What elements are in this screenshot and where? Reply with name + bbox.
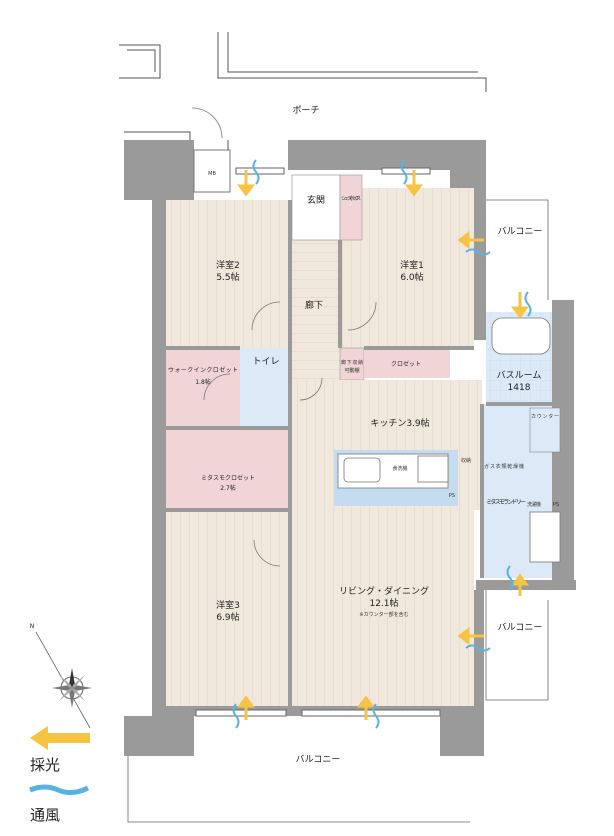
corridor-label: 廊下 bbox=[305, 299, 323, 311]
dryer-label: ガス衣類乾燥機 bbox=[484, 463, 524, 470]
balcony-bottom-label: バルコニー bbox=[296, 754, 341, 765]
counter-box bbox=[529, 407, 561, 453]
legend-wind-label: 通風 bbox=[30, 806, 60, 824]
mb-label: MB bbox=[208, 171, 216, 177]
washer-label: 洗濯機 bbox=[527, 501, 541, 508]
shoes-box bbox=[339, 174, 363, 241]
movable-shelf-label: 可動棚 bbox=[344, 367, 359, 374]
porch-area bbox=[119, 32, 487, 190]
living-note: ※カウンター部を含む bbox=[359, 611, 408, 618]
toilet-label: トイレ bbox=[252, 357, 279, 367]
room-2-name: 洋室2 bbox=[216, 259, 240, 271]
dishwasher-label: 食洗機 bbox=[392, 465, 407, 472]
compass-icon: N bbox=[30, 623, 92, 729]
ps-label-laundry: PS bbox=[553, 502, 559, 508]
counter-label: カウンター bbox=[531, 413, 559, 420]
porch-label: ポーチ bbox=[292, 105, 319, 116]
room-3-name: 洋室3 bbox=[216, 599, 240, 611]
room-2-size: 5.5帖 bbox=[216, 271, 239, 283]
balcony-frames bbox=[127, 199, 549, 823]
mitasumo-closet bbox=[166, 428, 290, 510]
door-swings bbox=[191, 107, 377, 567]
mb-box bbox=[193, 149, 231, 193]
balcony-mid-label: バルコニー bbox=[498, 622, 543, 633]
storage-small-label: 収納 bbox=[461, 457, 471, 464]
room-western-3 bbox=[166, 510, 290, 706]
living-name: リビング・ダイニング bbox=[339, 585, 429, 597]
legend: 採光 通風 bbox=[29, 726, 90, 824]
corridor-floor bbox=[290, 240, 340, 380]
walkin-closet bbox=[166, 348, 240, 428]
mitasumo-size: 2.7帖 bbox=[220, 484, 236, 492]
legend-light-label: 採光 bbox=[30, 756, 60, 774]
compass-north-label: N bbox=[30, 623, 35, 630]
washer-box bbox=[529, 511, 561, 563]
ps-label-kitchen: PS bbox=[449, 493, 455, 499]
windows bbox=[195, 167, 441, 717]
genkan-floor bbox=[291, 174, 341, 241]
bath-size: 1418 bbox=[508, 383, 531, 393]
interior-walls bbox=[166, 200, 552, 706]
sink-bowl bbox=[343, 457, 381, 483]
room-1-name: 洋室1 bbox=[400, 259, 424, 271]
mitasumo-name: ミタスモクロゼット bbox=[201, 474, 255, 482]
closet-label: クロゼット bbox=[391, 360, 421, 368]
wind-legend-icon bbox=[29, 784, 90, 796]
laundry-label: ミタスモランドリー bbox=[486, 498, 526, 506]
light-arrows bbox=[237, 170, 529, 720]
genkan-label: 玄関 bbox=[307, 194, 325, 206]
kitchen-label: キッチン3.9帖 bbox=[370, 417, 429, 429]
light-legend-icon bbox=[30, 726, 90, 750]
living-size: 12.1帖 bbox=[369, 597, 398, 609]
walkin-size: 1.8帖 bbox=[195, 378, 211, 386]
wind-waves bbox=[232, 159, 532, 729]
hall-storage-label: 廊下収納 bbox=[341, 359, 363, 366]
room-western-1 bbox=[340, 188, 474, 348]
living-dining bbox=[292, 510, 474, 706]
balcony-top-label: バルコニー bbox=[498, 226, 543, 237]
bath-name: バスルーム bbox=[497, 370, 542, 381]
walkin-name: ウォークインクロゼット bbox=[168, 366, 238, 374]
bathtub bbox=[491, 317, 551, 355]
closet-1 bbox=[364, 350, 450, 378]
shoes-label: シューズボックス bbox=[341, 195, 361, 202]
stove bbox=[417, 455, 449, 483]
room-western-2 bbox=[166, 200, 290, 348]
room-3-size: 6.9帖 bbox=[216, 611, 239, 623]
room-1-size: 6.0帖 bbox=[400, 271, 423, 283]
toilet-room bbox=[240, 348, 290, 428]
